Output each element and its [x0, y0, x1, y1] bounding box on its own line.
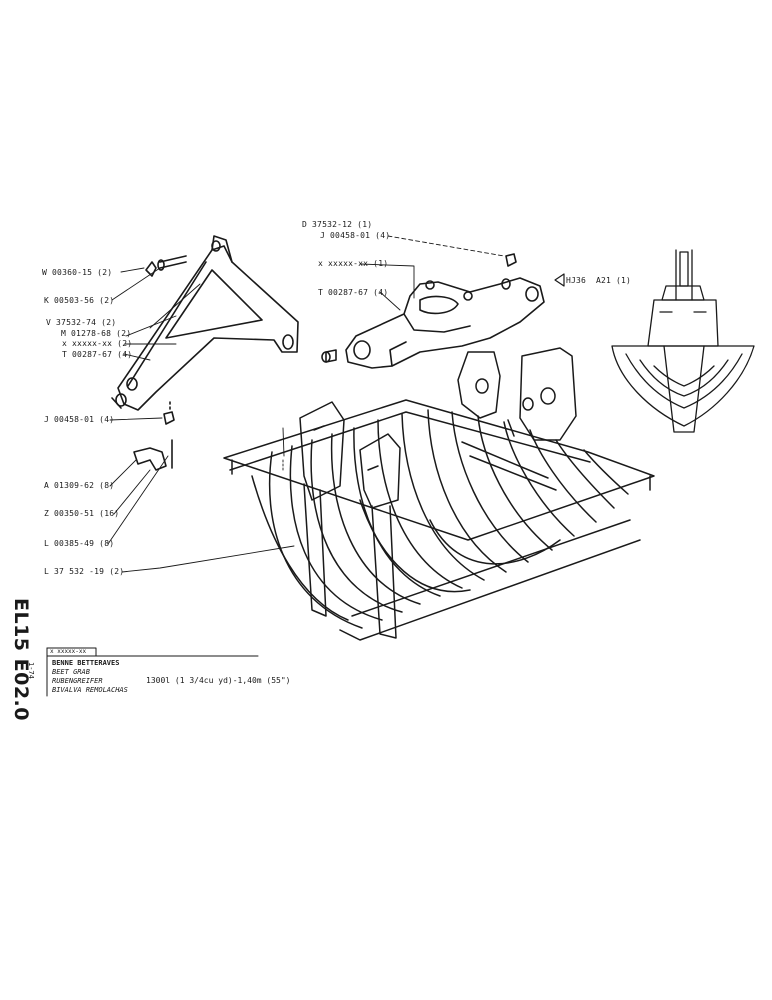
ref-item: A21 — [596, 276, 612, 285]
drawing-date: 1-74 — [27, 662, 35, 679]
title-line-de: RUBENGREIFER — [52, 677, 103, 685]
drawing-code-text: EL15 E02.0 — [10, 598, 32, 721]
a-frame-part — [111, 235, 299, 471]
part-label-k00503: K 00503-56 (2) — [44, 296, 115, 305]
part-label-w00360: W 00360-15 (2) — [42, 268, 113, 277]
leader-lines — [107, 235, 505, 573]
title-spec: 1300l (1 3/4cu yd)-1,40m (55") — [146, 676, 291, 685]
title-ref-code: x xxxxx-xx — [50, 648, 87, 655]
basket-part — [223, 347, 655, 641]
part-label-l00385: L 00385-49 (8) — [44, 539, 115, 548]
part-label-xxxxxx-1: x xxxxx-xx (1) — [318, 259, 389, 268]
drawing-code: EL15 E02.0 — [6, 598, 34, 721]
part-label-v37532: V 37532-74 (2) — [46, 318, 117, 327]
reference-arrow-icon — [554, 273, 565, 287]
head-bracket-part — [321, 253, 545, 369]
title-block-frame — [46, 647, 259, 697]
part-label-t00287-left: T 00287-67 (4) — [62, 350, 133, 359]
assembled-grab-thumbnail — [611, 249, 755, 433]
part-label-t00287-top: T 00287-67 (4) — [318, 288, 389, 297]
title-line-fr: BENNE BETTERAVES — [52, 659, 120, 667]
part-label-j00458-top: J 00458-01 (4) — [320, 231, 391, 240]
part-label-z00350: Z 00350-51 (16) — [44, 509, 120, 518]
ref-qty: (1) — [616, 276, 632, 285]
part-label-m01278: M 01278-68 (2) — [61, 329, 132, 338]
part-label-j00458-left: J 00458-01 (4) — [44, 415, 115, 424]
part-label-xxxxxx-2: x xxxxx-xx (2) — [62, 339, 133, 348]
title-line-es: BIVALVA REMOLACHAS — [52, 686, 128, 694]
ref-code: HJ36 — [566, 276, 587, 285]
title-line-en: BEET GRAB — [52, 668, 90, 676]
part-label-a01309: A 01309-62 (8) — [44, 481, 115, 490]
part-label-d37532: D 37532-12 (1) — [302, 220, 373, 229]
part-label-l37532: L 37 532 -19 (2) — [44, 567, 125, 576]
